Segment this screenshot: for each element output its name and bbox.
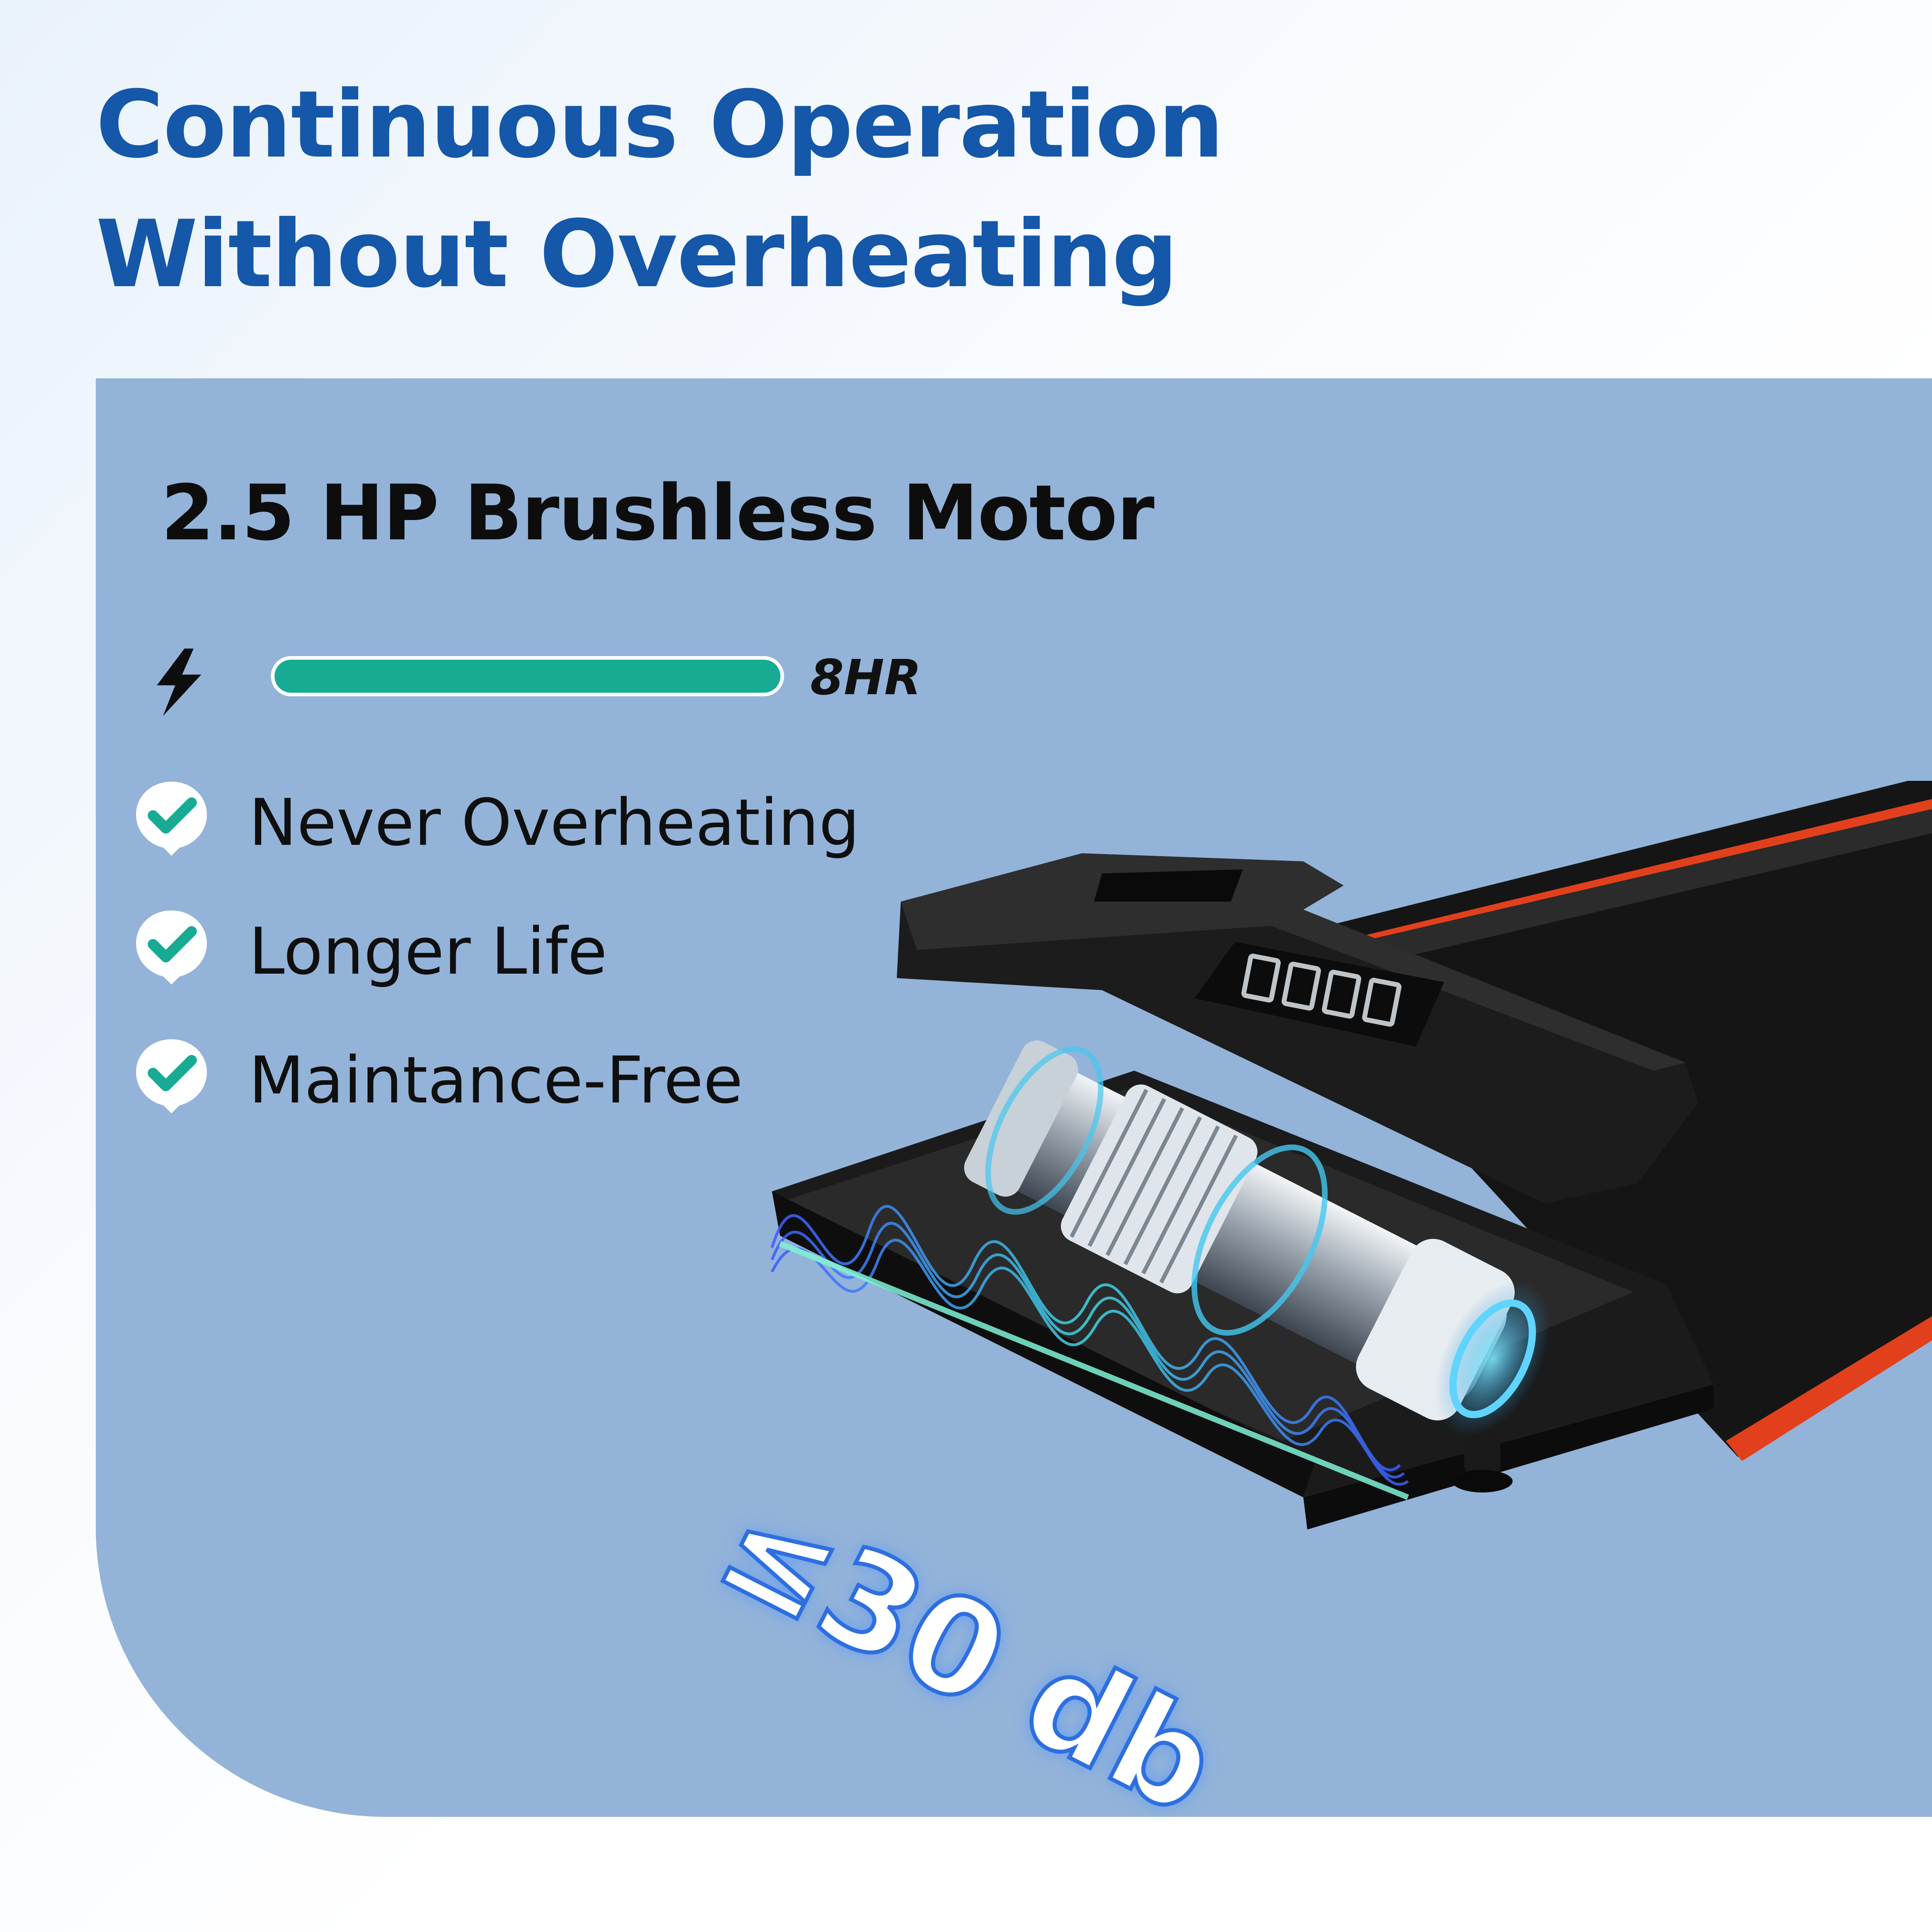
check-icon: [136, 1039, 207, 1113]
runtime-bar-fill: [275, 660, 780, 693]
runtime-indicator: 8HR: [140, 644, 921, 716]
feature-list: Never Overheating Longer Life Maintance-…: [131, 777, 1017, 1163]
runtime-bar: [271, 656, 784, 696]
treadmill-illustration: [770, 781, 1932, 1530]
runtime-label: 8HR: [810, 650, 922, 706]
display-digits: [1241, 954, 1402, 1027]
check-icon: [136, 782, 207, 856]
feature-label: Longer Life: [249, 914, 607, 989]
motor-title: 2.5 HP Brushless Motor: [161, 469, 1154, 557]
feature-label: Maintance-Free: [249, 1042, 743, 1118]
feature-label: Never Overheating: [249, 785, 860, 860]
sound-wave-graphic: [770, 1205, 1409, 1500]
list-item: Longer Life: [131, 906, 1017, 1034]
feature-panel: 2.5 HP Brushless Motor 8HR Never Overhea…: [96, 378, 1932, 1817]
motor-cover: [897, 853, 1698, 1203]
list-item: Maintance-Free: [131, 1034, 1017, 1163]
motor-graphic: [964, 1040, 1550, 1437]
headline-line-1: Continuous Operation: [96, 71, 1224, 179]
lightning-bolt-icon: [157, 648, 201, 716]
headline-line-2: Without Overheating: [96, 201, 1178, 308]
list-item: Never Overheating: [131, 777, 1017, 906]
check-icon: [136, 910, 207, 985]
headline: Continuous Operation Without Overheating: [96, 60, 1224, 320]
